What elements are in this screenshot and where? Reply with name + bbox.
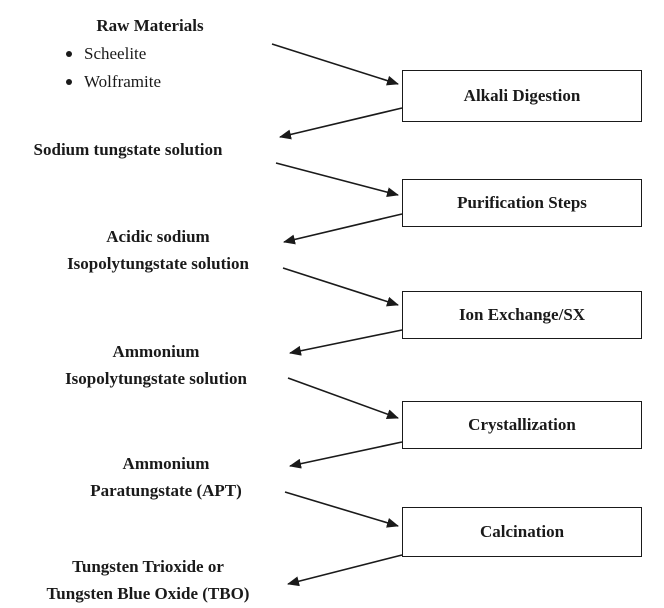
product-line: Ammonium	[122, 454, 210, 473]
arrow-apt-to-calcination	[284, 491, 399, 528]
arrow-ammonium-to-crystallization	[287, 377, 399, 419]
step-box-crystallization: Crystallization	[402, 401, 642, 449]
product-line: Sodium tungstate solution	[33, 140, 223, 159]
arrow-crystallization-to-apt	[289, 441, 403, 469]
product-line: Ammonium	[112, 342, 200, 361]
product-line: Paratungstate (APT)	[90, 481, 242, 500]
raw-materials-title: Raw Materials	[96, 16, 204, 35]
product-line: Isopolytungstate solution	[67, 254, 249, 273]
arrow-sodium-to-purification	[275, 162, 399, 198]
product-sodium-tungstate: Sodium tungstate solution	[0, 136, 256, 163]
step-box-alkali-digestion: Alkali Digestion	[402, 70, 642, 122]
step-box-purification: Purification Steps	[402, 179, 642, 227]
arrow-ionexchange-to-ammonium	[289, 329, 403, 356]
product-line: Tungsten Blue Oxide (TBO)	[46, 584, 250, 603]
product-tungsten-oxide: Tungsten Trioxide or Tungsten Blue Oxide…	[20, 553, 276, 607]
arrow-acidic-to-ionexchange	[282, 267, 399, 307]
product-line: Isopolytungstate solution	[65, 369, 247, 388]
step-box-ion-exchange: Ion Exchange/SX	[402, 291, 642, 339]
arrow-raw-to-digestion	[271, 43, 399, 86]
product-line: Acidic sodium	[106, 227, 210, 246]
bullet-icon	[66, 51, 72, 57]
arrow-digestion-to-sodium	[279, 107, 403, 140]
product-ammonium-isopolytungstate: Ammonium Isopolytungstate solution	[38, 338, 274, 392]
arrow-calcination-to-oxide	[287, 554, 403, 587]
product-apt: Ammonium Paratungstate (APT)	[56, 450, 276, 504]
list-item: Scheelite	[66, 40, 161, 68]
raw-materials-list: Scheelite Wolframite	[66, 40, 161, 96]
raw-material-scheelite: Scheelite	[84, 44, 147, 63]
product-acidic-sodium-isopolytungstate: Acidic sodium Isopolytungstate solution	[40, 223, 276, 277]
raw-material-wolframite: Wolframite	[84, 72, 161, 91]
step-box-calcination: Calcination	[402, 507, 642, 557]
list-item: Wolframite	[66, 68, 161, 96]
arrow-purification-to-acidic	[283, 213, 403, 245]
product-line: Tungsten Trioxide or	[72, 557, 224, 576]
bullet-icon	[66, 79, 72, 85]
